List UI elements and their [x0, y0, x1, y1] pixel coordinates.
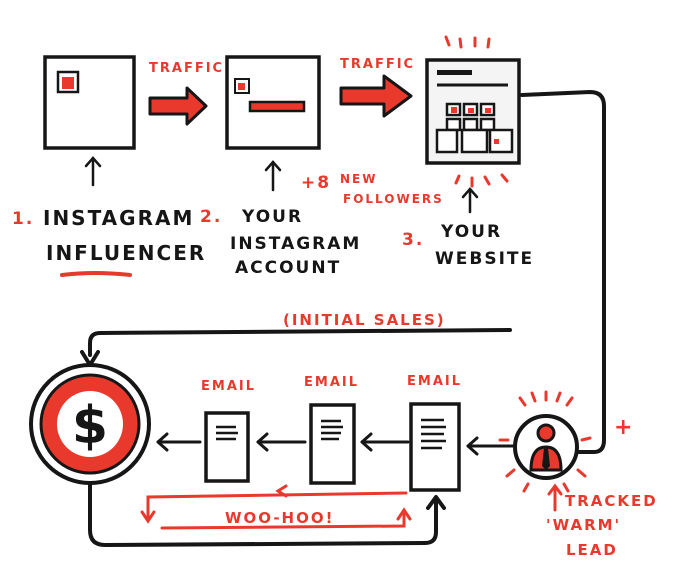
money-circle — [29, 363, 151, 485]
arrow-up-icon — [264, 160, 282, 192]
arrow-left-icon — [275, 484, 288, 498]
instagram-account-box — [225, 55, 321, 150]
influencer-label-line2: INFLUENCER — [46, 241, 206, 265]
initial-sales-connector — [88, 328, 512, 357]
account-step-number: 2. — [200, 207, 222, 227]
arrow-left-icon — [156, 432, 202, 452]
account-label-line1: YOUR — [241, 207, 303, 227]
email-label-1: EMAIL — [201, 379, 256, 394]
woohoo-loop-left — [146, 491, 408, 522]
email-label-3: EMAIL — [407, 374, 462, 389]
arrow-up-icon — [396, 507, 412, 521]
arrow-up-icon — [84, 156, 102, 187]
account-label-line2: INSTAGRAM — [230, 234, 361, 254]
followers-count: +8 — [301, 173, 331, 193]
website-step-number: 3. — [402, 230, 424, 250]
website-to-lead-connector — [520, 89, 606, 454]
email-label-2: EMAIL — [304, 375, 359, 390]
arrow-up-icon — [461, 187, 479, 214]
arrow-left-icon — [256, 432, 307, 452]
influencer-underline — [60, 271, 132, 277]
arrow-left-icon — [466, 436, 516, 456]
traffic-label-1: TRAFFIC — [149, 61, 224, 76]
arrow-right-icon — [148, 86, 208, 126]
website-box — [425, 58, 521, 165]
tracked-label: TRACKED — [565, 492, 658, 510]
person-icon — [513, 414, 579, 480]
document-icon — [204, 411, 250, 483]
influencer-step-number: 1. — [12, 209, 34, 229]
website-sparkle-marks — [444, 35, 509, 188]
woohoo-label: WOO-HOO! — [225, 509, 334, 527]
woohoo-loop-right — [160, 510, 406, 530]
warm-label: 'WARM' — [546, 516, 621, 534]
plus-icon: + — [614, 415, 634, 440]
arrow-up-icon — [547, 483, 563, 512]
arrow-down-icon — [140, 510, 156, 524]
lead-label: LEAD — [566, 541, 618, 559]
initial-sales-label: (INITIAL SALES) — [283, 311, 446, 329]
document-icon — [409, 402, 461, 492]
account-label-line3: ACCOUNT — [235, 258, 341, 278]
followers-label-line1: NEW — [340, 172, 377, 186]
arrow-right-icon — [339, 74, 413, 118]
money-to-email-loop — [88, 482, 438, 548]
traffic-label-2: TRAFFIC — [340, 57, 415, 72]
document-icon — [309, 403, 356, 485]
arrow-left-icon — [360, 432, 410, 452]
arrow-up-icon — [426, 495, 446, 510]
influencer-label-line1: INSTAGRAM — [43, 206, 194, 230]
dollar-sign-icon: $ — [72, 396, 108, 456]
website-label-line2: WEBSITE — [435, 249, 534, 269]
influencer-profile-box — [43, 55, 136, 150]
followers-label-line2: FOLLOWERS — [343, 192, 444, 206]
website-label-line1: YOUR — [440, 222, 502, 242]
lead-glow-marks — [498, 390, 592, 493]
